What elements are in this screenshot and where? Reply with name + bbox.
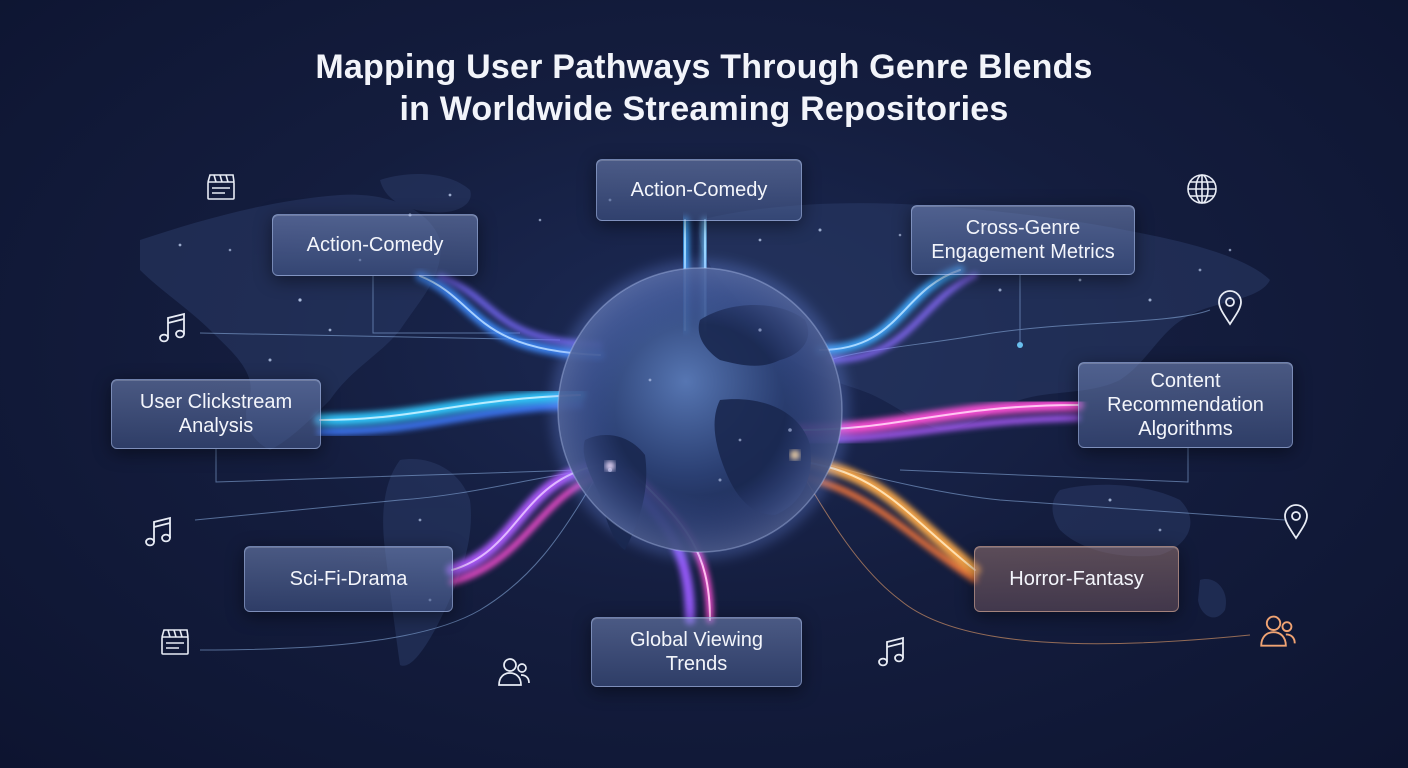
music-note-icon [159, 312, 185, 343]
node-label: Recommendation [1107, 394, 1264, 416]
user-group-icon [498, 658, 530, 686]
node-label: Trends [665, 653, 728, 675]
clapperboard-icon [207, 174, 235, 200]
node-content-recommendation: Content Recommendation Algorithms [1078, 362, 1293, 448]
map-pin-icon [1284, 504, 1308, 540]
node-label: Action-Comedy [630, 179, 768, 201]
music-note-icon [145, 516, 171, 547]
diagram-title-line-1: Mapping User Pathways Through Genre Blen… [315, 48, 1093, 86]
node-sci-fi-drama: Sci-Fi-Drama [244, 546, 453, 612]
node-label: Content [1150, 370, 1221, 392]
map-pin-icon [1218, 290, 1242, 326]
node-label: Sci-Fi-Drama [289, 568, 408, 590]
node-label: Horror-Fantasy [1009, 568, 1144, 590]
node-label: Algorithms [1138, 418, 1233, 440]
node-label: User Clickstream [139, 391, 293, 413]
node-global-viewing-trends: Global Viewing Trends [591, 617, 802, 687]
node-label: Engagement Metrics [931, 241, 1115, 263]
node-cross-genre-engagement: Cross-Genre Engagement Metrics [911, 205, 1135, 275]
node-label: Cross-Genre [965, 217, 1081, 239]
node-action-comedy-top: Action-Comedy [596, 159, 802, 221]
node-horror-fantasy: Horror-Fantasy [974, 546, 1179, 612]
node-user-clickstream: User Clickstream Analysis [111, 379, 321, 449]
globe [550, 260, 850, 560]
node-label: Action-Comedy [306, 234, 444, 256]
music-note-icon [878, 636, 904, 667]
node-action-comedy-left: Action-Comedy [272, 214, 478, 276]
node-label: Global Viewing [629, 629, 764, 651]
diagram-title-line-2: in Worldwide Streaming Repositories [399, 90, 1009, 128]
clapperboard-icon [161, 629, 189, 655]
globe-icon [1187, 174, 1217, 204]
node-label: Analysis [178, 415, 254, 437]
user-group-icon [1260, 615, 1296, 647]
